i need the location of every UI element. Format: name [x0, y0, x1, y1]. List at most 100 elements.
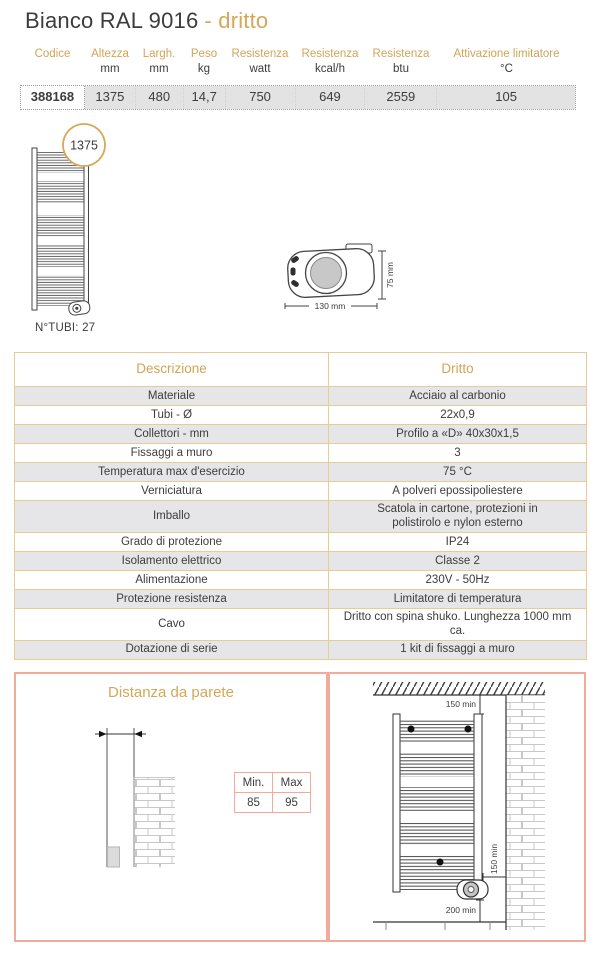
- floor: [373, 921, 506, 930]
- installation-box: 150 min 200 min 150 min: [328, 672, 586, 942]
- brick-wall-section: [133, 777, 175, 867]
- height-dimension-label: 75 mm: [385, 262, 395, 288]
- wall-distance-title: Distanza da parete: [108, 684, 234, 701]
- spec-value: IP24: [328, 531, 587, 552]
- radiator-tube-section: [107, 846, 120, 868]
- mounting-point: [436, 858, 444, 866]
- tube-group: [400, 753, 474, 777]
- column-label: Resistenza: [301, 48, 359, 60]
- spec-value: 75 °C: [328, 462, 587, 482]
- cell-codice: 388168: [21, 86, 85, 109]
- spec-label: Verniciatura: [14, 481, 329, 501]
- cell-attivazione: 105: [436, 86, 576, 109]
- spec-value: A polveri epossipoliestere: [328, 481, 587, 501]
- control-unit-drawing: 130 mm 75 mm: [284, 243, 395, 311]
- cell-altezza: 1375: [84, 86, 135, 109]
- min-label: Min.: [234, 772, 273, 793]
- spec-label: Temperatura max d'esercizio: [14, 462, 329, 482]
- width-dimension: [284, 303, 378, 309]
- spec-value: Acciaio al carbonio: [328, 386, 587, 406]
- ceiling-clearance-dimension: [476, 695, 484, 715]
- width-dimension-label: 130 mm: [315, 301, 346, 311]
- column-label: Resistenza: [372, 48, 430, 60]
- mounting-point: [464, 725, 472, 733]
- right-collector: [83, 147, 89, 311]
- control-unit-small: [456, 879, 489, 900]
- heating-element-unit: [68, 300, 91, 316]
- tube-group: [37, 181, 84, 203]
- spec-label: Protezione resistenza: [14, 588, 329, 609]
- height-dimension: [378, 250, 386, 300]
- spec-label: Grado di protezione: [14, 531, 329, 552]
- tube-group: [37, 215, 84, 237]
- column-unit: °C: [500, 63, 513, 75]
- control-unit-figure: 130 mm 75 mm: [278, 242, 398, 320]
- column-unit: watt: [249, 63, 271, 75]
- column-unit: mm: [100, 63, 120, 75]
- radiator-body: [31, 147, 91, 316]
- spec-value: 22x0,9: [328, 405, 587, 425]
- tube-group: [400, 821, 474, 845]
- column-unit: mm: [149, 63, 169, 75]
- spec-value: 230V - 50Hz: [328, 569, 587, 590]
- column-label: Codice: [34, 48, 71, 60]
- spec-label: Collettori - mm: [14, 424, 329, 444]
- control-buttons: [290, 256, 299, 287]
- tube-group: [37, 245, 84, 267]
- cell-peso: 14,7: [182, 86, 225, 109]
- cell-resistenza-btu: 2559: [364, 86, 437, 109]
- spec-label: Imballo: [14, 500, 329, 533]
- max-value: 95: [272, 792, 311, 813]
- spec-label: Alimentazione: [14, 569, 329, 590]
- spec-value: 1 kit di fissaggi a muro: [328, 639, 587, 660]
- ceiling-clearance-label: 150 min: [446, 699, 477, 709]
- column-resistenza-watt: Resistenza watt: [225, 47, 295, 77]
- brick-wall: [505, 695, 545, 930]
- min-value: 85: [234, 792, 273, 813]
- tube-group: [400, 787, 474, 811]
- column-attivazione: Attivazione limitatore °C: [437, 47, 576, 77]
- dial-knob: [310, 257, 342, 289]
- column-label: Attivazione limitatore: [453, 48, 560, 60]
- mounting-point: [407, 725, 415, 733]
- spec-value: Classe 2: [328, 550, 587, 571]
- floor-clearance-label: 200 min: [446, 905, 477, 915]
- tubes-count-label: N°TUBI: 27: [35, 322, 96, 334]
- height-dimension-badge: 1375: [62, 123, 106, 167]
- height-dimension-value: 1375: [70, 139, 98, 153]
- wall-clearance-dimension: [482, 873, 507, 881]
- spec-label: Tubi - Ø: [14, 405, 329, 425]
- spec-label: Fissaggi a muro: [14, 443, 329, 463]
- radiator-front-view-drawing: 1375: [31, 123, 106, 316]
- wall-clearance-label: 150 min: [489, 844, 499, 875]
- wall-distance-drawing: [95, 728, 175, 868]
- cell-resistenza-watt: 750: [224, 86, 295, 109]
- spec-label: Materiale: [14, 386, 329, 406]
- cell-larghezza: 480: [134, 86, 183, 109]
- left-end-bar: [392, 713, 401, 893]
- spec-header-row: Descrizione Dritto: [14, 352, 587, 387]
- column-codice: Codice: [20, 47, 85, 77]
- column-unit: [20, 62, 85, 77]
- column-larghezza: Largh.mm: [135, 47, 183, 77]
- radiator-front-view-figure: 1375 N°TUBI: 27: [20, 123, 150, 338]
- left-collector: [31, 147, 38, 311]
- column-label: Resistenza: [231, 48, 289, 60]
- page-title: Bianco RAL 9016- dritto: [25, 8, 268, 34]
- spec-value: Profilo a «D» 40x30x1,5: [328, 424, 587, 444]
